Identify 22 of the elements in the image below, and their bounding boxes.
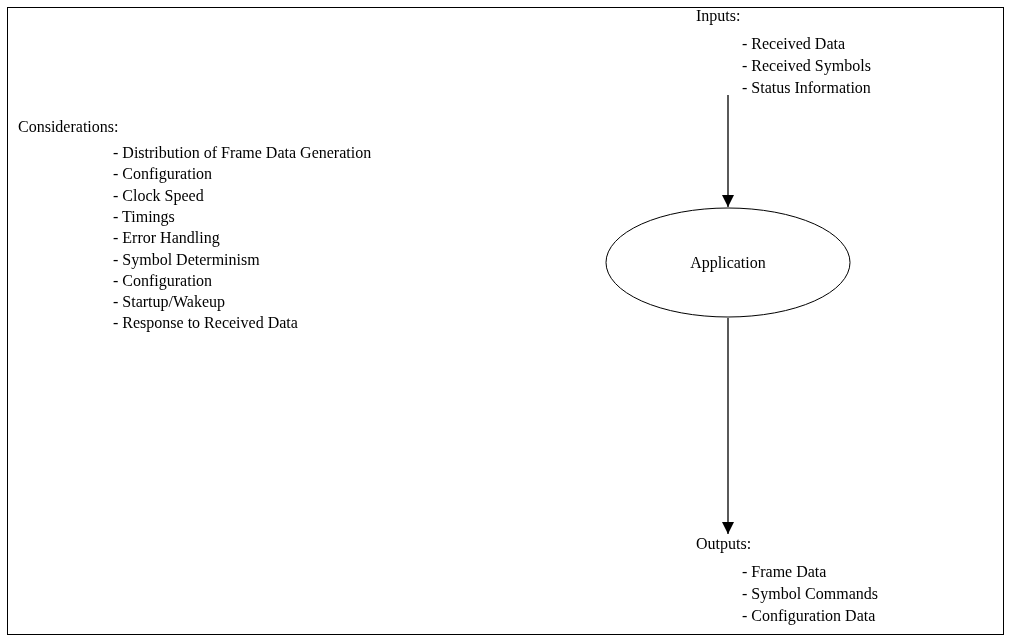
list-item: - Configuration Data	[742, 606, 876, 626]
list-item: - Startup/Wakeup	[113, 292, 225, 313]
heading: Inputs:	[696, 6, 741, 26]
heading: Outputs:	[696, 534, 752, 554]
node-label: Application	[689, 252, 767, 273]
heading: Considerations:	[18, 117, 119, 137]
list-item: - Timings	[113, 206, 175, 227]
arrow	[722, 317, 734, 535]
list-item: - Configuration	[113, 270, 213, 291]
arrow	[722, 94, 734, 208]
list-item: - Clock Speed	[113, 185, 204, 206]
list-item: - Symbol Commands	[742, 584, 878, 604]
list-item: - Status Information	[742, 78, 871, 98]
list-item: - Frame Data	[742, 562, 827, 582]
ellipse-node	[605, 207, 851, 318]
list-item: - Received Data	[742, 34, 846, 54]
list-item: - Distribution of Frame Data Generation	[113, 143, 372, 163]
list-item: - Received Symbols	[742, 56, 871, 76]
list-item: - Response to Received Data	[113, 313, 298, 334]
list-item: - Symbol Determinism	[113, 249, 260, 270]
list-item: - Error Handling	[113, 228, 220, 249]
list-item: - Configuration	[113, 164, 213, 185]
